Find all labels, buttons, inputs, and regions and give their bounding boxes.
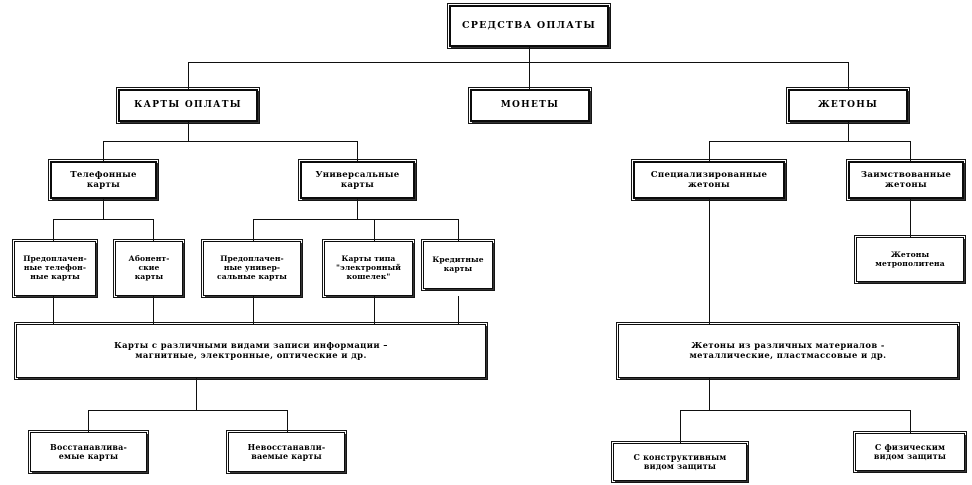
node-metro-tokens-label: Жетоны метрополитена <box>875 249 945 268</box>
connector-payment-cards-bus <box>103 141 358 143</box>
connector-to-constructive-protection <box>680 410 682 443</box>
connector-to-tokens <box>848 62 850 89</box>
connector-to-credit-cards <box>458 219 460 241</box>
node-nonrecoverable-cards: Невосстанавли- ваемые карты <box>226 430 347 474</box>
node-prepaid-phone-cards-label: Предоплачен- ные телефон- ные карты <box>23 254 87 281</box>
node-ewallet-cards-label: Карты типа "электронный кошелек" <box>336 254 401 281</box>
connector-to-recoverable-cards <box>88 410 90 432</box>
node-borrowed-tokens: Заимствованные жетоны <box>846 159 966 201</box>
node-constructive-protection-label: С конструктивным видом защиты <box>633 451 727 471</box>
node-physical-protection-label: С физическим видом защиты <box>873 441 947 461</box>
connector-phone-cards-bus <box>53 219 154 221</box>
connector-to-subscriber-cards <box>153 219 155 241</box>
connector-universal-cards-bus <box>253 219 458 221</box>
connector-prepaid-phone-to-summary <box>53 296 55 324</box>
connector-to-prepaid-phone-cards <box>53 219 55 241</box>
node-tokens-materials: Жетоны из различных материалов - металли… <box>616 322 960 380</box>
connector-to-prepaid-universal-cards <box>253 219 255 241</box>
node-tokens-label: ЖЕТОНЫ <box>817 100 879 111</box>
node-physical-protection: С физическим видом защиты <box>853 431 967 473</box>
connector-prepaid-universal-to-summary <box>253 296 255 324</box>
connector-to-ewallet-cards <box>374 219 376 241</box>
node-cards-recording-types-label: Карты с различными видами записи информа… <box>114 340 388 360</box>
node-root-label: СРЕДСТВА ОПЛАТЫ <box>462 20 596 32</box>
connector-tokens-summary-stem <box>709 378 711 411</box>
connector-universal-cards-stem <box>357 199 359 220</box>
node-universal-cards: Универсальные карты <box>298 159 417 201</box>
connector-tokens-stem <box>848 122 850 142</box>
node-recoverable-cards: Восстанавлива- емые карты <box>28 430 149 474</box>
connector-specialized-tokens-to-summary <box>709 199 711 324</box>
node-phone-cards: Телефонные карты <box>48 159 159 201</box>
node-payment-cards: КАРТЫ ОПЛАТЫ <box>116 87 260 124</box>
connector-cards-summary-bus <box>88 410 287 412</box>
node-recoverable-cards-label: Восстанавлива- емые карты <box>49 441 127 461</box>
connector-to-specialized-tokens <box>709 141 711 161</box>
node-phone-cards-label: Телефонные карты <box>70 169 137 190</box>
node-nonrecoverable-cards-label: Невосстанавли- ваемые карты <box>247 441 326 461</box>
node-tokens: ЖЕТОНЫ <box>786 87 910 124</box>
node-specialized-tokens-label: Специализированные жетоны <box>650 169 768 190</box>
node-root: СРЕДСТВА ОПЛАТЫ <box>447 3 611 49</box>
node-prepaid-universal-cards: Предоплачен- ные универ- сальные карты <box>201 239 303 298</box>
node-payment-cards-label: КАРТЫ ОПЛАТЫ <box>134 100 242 111</box>
node-cards-recording-types: Карты с различными видами записи информа… <box>14 322 488 380</box>
connector-to-universal-cards <box>357 141 359 161</box>
node-coins-label: МОНЕТЫ <box>500 100 560 111</box>
connector-cards-summary-stem <box>196 378 198 411</box>
connector-root-bus <box>188 62 848 64</box>
connector-to-nonrecoverable-cards <box>287 410 289 432</box>
connector-phone-cards-stem <box>103 199 105 220</box>
connector-ewallet-to-summary <box>374 296 376 324</box>
connector-payment-cards-stem <box>188 122 190 142</box>
node-tokens-materials-label: Жетоны из различных материалов - металли… <box>689 340 887 360</box>
connector-credit-to-summary <box>458 296 460 324</box>
node-metro-tokens: Жетоны метрополитена <box>854 235 966 284</box>
connector-to-payment-cards <box>188 62 190 89</box>
node-credit-cards: Кредитные карты <box>421 239 495 291</box>
connector-subscriber-to-summary <box>153 296 155 324</box>
node-borrowed-tokens-label: Заимствованные жетоны <box>860 169 952 190</box>
connector-to-phone-cards <box>103 141 105 161</box>
node-constructive-protection: С конструктивным видом защиты <box>611 441 749 483</box>
node-subscriber-cards-label: Абонент- ские карты <box>128 254 170 281</box>
connector-to-coins <box>529 62 531 89</box>
node-universal-cards-label: Универсальные карты <box>315 169 400 190</box>
node-prepaid-universal-cards-label: Предоплачен- ные универ- сальные карты <box>216 254 288 281</box>
connector-to-borrowed-tokens <box>910 141 912 161</box>
node-subscriber-cards: Абонент- ские карты <box>113 239 185 298</box>
node-specialized-tokens: Специализированные жетоны <box>631 159 787 201</box>
connector-to-metro-tokens <box>910 199 912 237</box>
node-coins: МОНЕТЫ <box>468 87 592 124</box>
node-prepaid-phone-cards: Предоплачен- ные телефон- ные карты <box>12 239 98 298</box>
node-ewallet-cards: Карты типа "электронный кошелек" <box>322 239 415 298</box>
node-credit-cards-label: Кредитные карты <box>432 255 484 273</box>
connector-tokens-bus <box>709 141 910 143</box>
connector-tokens-summary-bus <box>680 410 910 412</box>
connector-to-physical-protection <box>910 410 912 433</box>
